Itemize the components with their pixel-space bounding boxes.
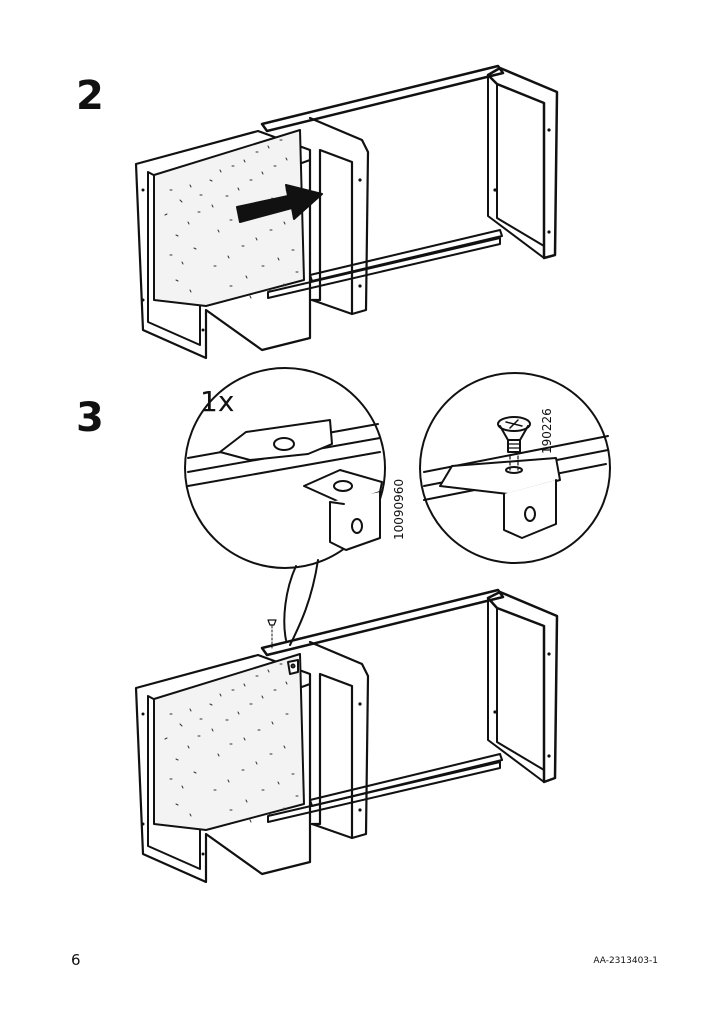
bracket-detail-callout bbox=[184, 367, 386, 646]
bracket-article-number: 10090960 bbox=[392, 478, 406, 540]
push-arrow-icon bbox=[236, 184, 323, 223]
document-id: AA-2313403-1 bbox=[593, 956, 658, 966]
page-number: 6 bbox=[71, 951, 81, 969]
step3-assembly bbox=[134, 588, 559, 884]
step-number-3: 3 bbox=[76, 395, 104, 441]
pegboard-perforations bbox=[164, 139, 299, 299]
screw-detail-callout bbox=[419, 372, 611, 564]
step2-assembly bbox=[134, 64, 559, 360]
screw-icon bbox=[497, 416, 531, 474]
bracket-icon bbox=[303, 469, 383, 551]
part-quantity: 1x bbox=[200, 385, 235, 418]
screw-article-number: 190226 bbox=[540, 408, 554, 454]
step-number-2: 2 bbox=[76, 73, 104, 119]
